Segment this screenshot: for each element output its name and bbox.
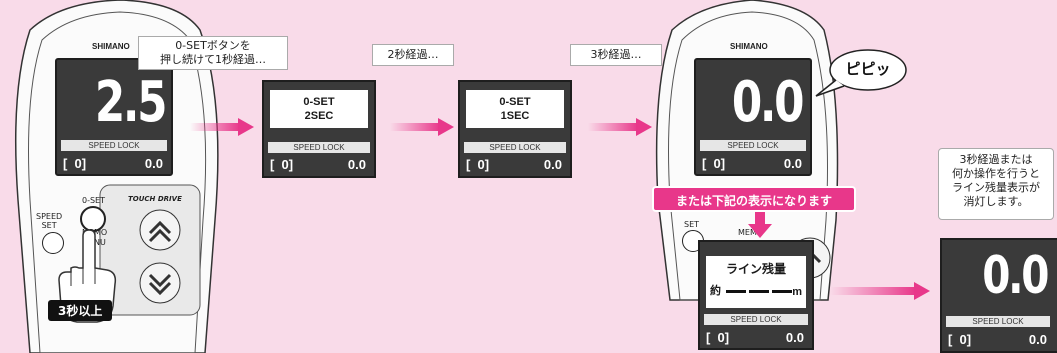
up-down-rocker[interactable] [130, 205, 190, 305]
step2-line1: 0-SET [499, 96, 531, 108]
line-remaining-dashes [726, 290, 792, 293]
right-memo-label: MEMO [738, 228, 764, 237]
step1-bottom-right: 0.0 [347, 157, 366, 172]
line-screen-bottom-right: 0.0 [785, 330, 804, 345]
step2-screen: 0-SET 1SEC SPEED LOCK [ 0] 0.0 [458, 80, 572, 178]
left-display-value: 2.5 [94, 70, 168, 135]
line-remaining-box: ライン残量 約 m [706, 256, 806, 308]
zero-set-label: 0-SET [82, 196, 105, 205]
final-screen: 0.0 SPEED LOCK [ 0] 0.0 [940, 238, 1057, 353]
alternate-display-banner: または下記の表示になります [652, 186, 856, 212]
right-bottom-left: [ 0] [702, 156, 726, 171]
step2-message: 0-SET 1SEC [466, 90, 564, 128]
step1-message: 0-SET 2SEC [270, 90, 368, 128]
final-callout: 3秒経過または 何か操作を行うと ライン残量表示が 消灯します。 [938, 148, 1054, 220]
left-bottom-right: 0.0 [144, 156, 163, 171]
step1-screen: 0-SET 2SEC SPEED LOCK [ 0] 0.0 [262, 80, 376, 178]
left-brand: SHIMANO [92, 42, 130, 51]
right-speed-lock: SPEED LOCK [700, 140, 806, 151]
right-brand: SHIMANO [730, 42, 768, 51]
arrow-1 [190, 118, 254, 136]
step2-callout: 2秒経過… [372, 44, 454, 66]
step3-callout: 3秒経過… [570, 44, 662, 66]
line-remaining-row: 約 m [706, 282, 806, 302]
arrow-2 [390, 118, 454, 136]
line-screen-bottom-left: [ 0] [706, 330, 730, 345]
right-display-value: 0.0 [731, 70, 805, 135]
step1-callout: 0-SETボタンを 押し続けて1秒経過… [138, 36, 288, 70]
step2-line2: 1SEC [500, 110, 530, 122]
line-remaining-prefix: 約 [710, 285, 721, 297]
final-speed-lock: SPEED LOCK [946, 316, 1050, 327]
duration-badge: 3秒以上 [48, 300, 113, 321]
speed-set-button[interactable] [42, 232, 64, 254]
right-screen: 0.0 SPEED LOCK [ 0] 0.0 [694, 58, 812, 176]
final-bottom-left: [ 0] [948, 332, 972, 347]
right-set-label: SET [684, 220, 700, 229]
touch-drive-logo: TOUCH DRIVE [128, 195, 182, 203]
zero-set-button[interactable] [80, 206, 106, 232]
right-bottom-right: 0.0 [783, 156, 802, 171]
final-bottom-right: 0.0 [1028, 332, 1047, 347]
arrow-4 [830, 282, 930, 300]
step2-bottom-left: [ 0] [466, 157, 490, 172]
step1-line1: 0-SET [303, 96, 335, 108]
step2-speed-lock: SPEED LOCK [464, 142, 566, 153]
step1-bottom-left: [ 0] [270, 157, 294, 172]
final-display-value: 0.0 [982, 246, 1049, 306]
line-remaining-title: ライン残量 [725, 262, 786, 276]
speed-set-label: SPEED SET [36, 212, 63, 230]
line-screen-speed-lock: SPEED LOCK [704, 314, 808, 325]
line-remaining-suffix: m [792, 286, 802, 298]
arrow-3 [588, 118, 652, 136]
beep-speech-bubble [815, 49, 907, 97]
left-screen: 2.5 SPEED LOCK [ 0] 0.0 [55, 58, 173, 176]
line-remaining-screen: ライン残量 約 m SPEED LOCK [ 0] 0.0 [698, 240, 814, 350]
beep-text: ピピッ [845, 60, 891, 78]
step1-speed-lock: SPEED LOCK [268, 142, 370, 153]
down-arrow-icon [748, 212, 772, 238]
step1-line2: 2SEC [304, 110, 334, 122]
left-speed-lock: SPEED LOCK [61, 140, 167, 151]
left-bottom-left: [ 0] [63, 156, 87, 171]
step2-bottom-right: 0.0 [543, 157, 562, 172]
